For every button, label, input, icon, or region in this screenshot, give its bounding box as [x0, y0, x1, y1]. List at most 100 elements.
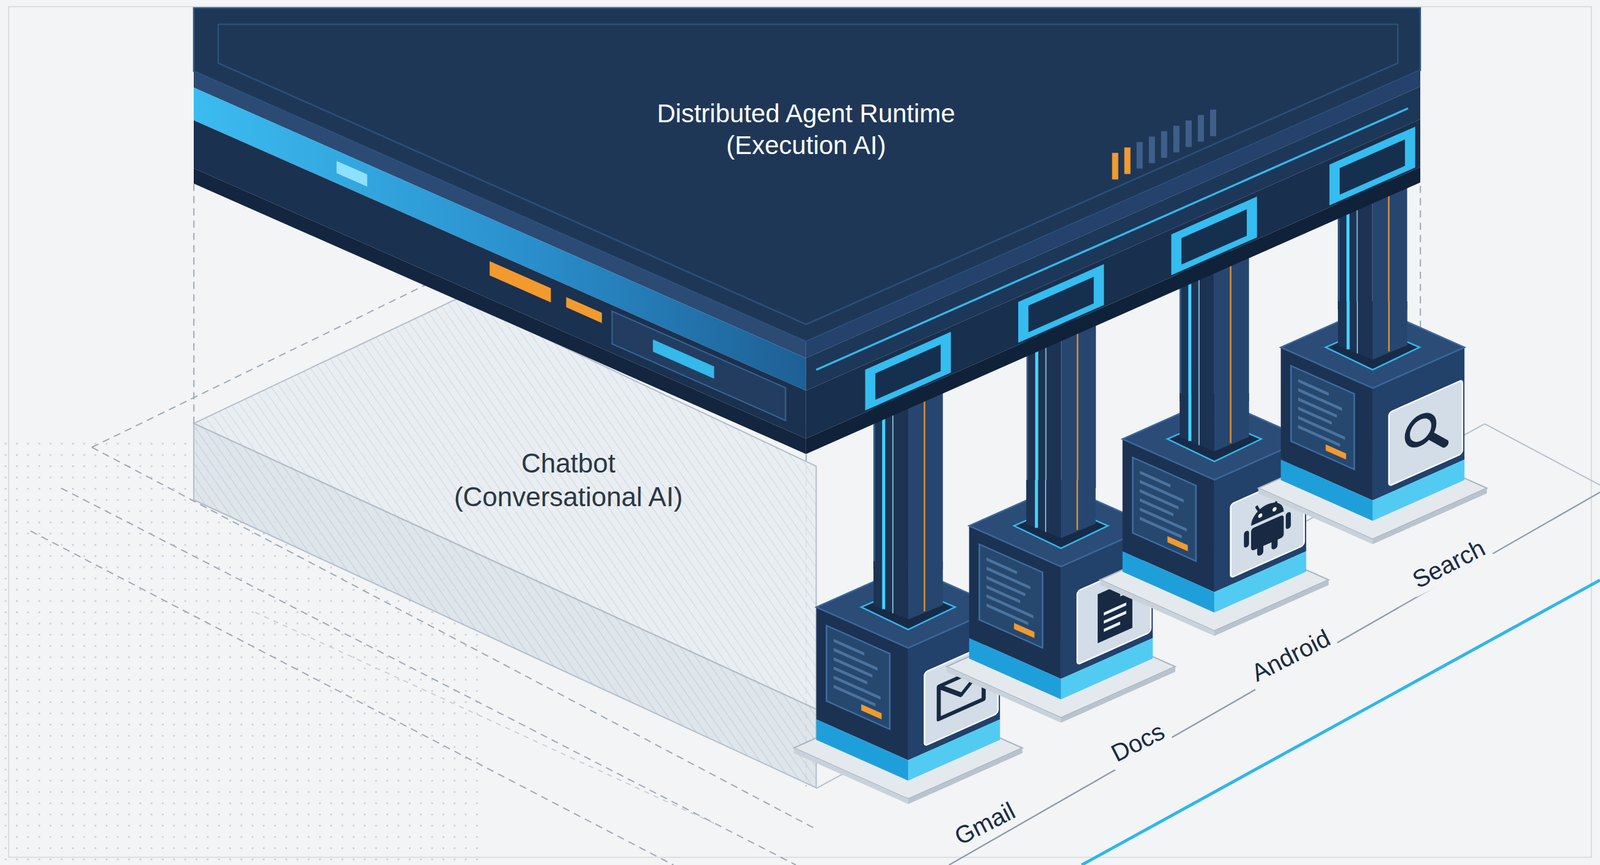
shape-panel — [1161, 131, 1168, 158]
detail-line — [1104, 622, 1121, 631]
shape-panel — [1197, 115, 1204, 142]
shape-panel — [1014, 622, 1035, 639]
shape-panel — [987, 603, 1029, 625]
pillar-face — [1060, 319, 1096, 488]
shape-panel — [1290, 365, 1355, 470]
shape-face — [816, 719, 909, 781]
detail-line — [881, 561, 885, 609]
shape-panel — [1136, 142, 1143, 169]
node-label: Distributed Agent Runtime (Execution AI) — [622, 97, 990, 162]
shape-group — [826, 625, 890, 730]
shape-group — [1290, 365, 1355, 470]
shape-face — [865, 331, 951, 411]
shape-panel — [833, 666, 868, 685]
shape-face — [1171, 196, 1258, 276]
shape-group — [979, 543, 1044, 648]
detail-line — [1076, 479, 1079, 530]
signal-line — [1387, 181, 1390, 310]
shape-face — [193, 298, 816, 710]
shape-face — [1337, 301, 1373, 360]
detail-line — [1104, 611, 1127, 622]
pillar-face — [908, 386, 944, 570]
frame — [8, 6, 1592, 858]
shape-face — [806, 86, 1421, 392]
shape-face — [1280, 458, 1373, 521]
detail-line — [1430, 429, 1445, 450]
shape-panel — [826, 625, 890, 730]
detail-line — [1356, 301, 1358, 354]
shape-panel — [1325, 444, 1346, 460]
shape-face — [1181, 209, 1247, 266]
shape-panel — [1167, 535, 1188, 552]
detail-line — [1035, 479, 1039, 528]
shape-face — [1018, 264, 1104, 343]
shape-panel — [1210, 110, 1217, 137]
shape-group — [1388, 379, 1462, 486]
shape-face — [1372, 301, 1408, 360]
detail-line — [1045, 479, 1047, 532]
shape-panel — [1132, 457, 1197, 562]
shape-group — [1132, 457, 1197, 562]
shape-face — [1028, 276, 1094, 333]
shape-face — [193, 423, 816, 788]
shape-face — [489, 261, 551, 304]
detail-line — [1346, 301, 1350, 349]
detail-line — [1484, 423, 1600, 485]
shape-face — [653, 339, 715, 379]
shape-panel — [1388, 379, 1462, 486]
shape-face — [1122, 551, 1215, 613]
shape-panel — [1243, 529, 1249, 549]
shape-panel — [1148, 136, 1156, 164]
shape-panel — [1298, 397, 1337, 418]
shape-face — [969, 638, 1061, 700]
shape-panel — [1139, 516, 1182, 538]
shape-panel — [1298, 406, 1332, 425]
shape-face — [566, 297, 602, 324]
shape-face — [1339, 139, 1406, 195]
shape-panel — [1124, 147, 1131, 175]
detail-line — [1188, 392, 1192, 441]
shape-face — [1060, 479, 1096, 538]
service-label: Android — [1241, 620, 1340, 690]
service-label: Docs — [1101, 713, 1175, 771]
shape-face — [806, 167, 1421, 455]
shape-panel — [1173, 125, 1180, 153]
shape-panel — [833, 685, 876, 707]
detail-line — [254, 612, 714, 824]
shape-face — [908, 561, 944, 620]
pillar-face — [1214, 251, 1250, 401]
shape-face — [873, 561, 909, 620]
detail-line — [1419, 185, 1421, 337]
shape-face — [875, 344, 942, 401]
detail-line — [1081, 579, 1600, 865]
shape-face — [1214, 392, 1250, 452]
detail-dot — [1272, 506, 1277, 513]
shape-panel — [1185, 120, 1192, 147]
shape-panel — [1298, 424, 1340, 447]
shape-panel — [1251, 513, 1284, 552]
shape-face — [1179, 392, 1215, 452]
shape-panel — [1112, 152, 1119, 180]
node-label: Chatbot (Conversational AI) — [424, 446, 712, 514]
shape-panel — [1139, 488, 1179, 510]
shape-face — [1026, 479, 1062, 538]
shape-face — [1329, 127, 1416, 206]
detail-line — [923, 561, 926, 612]
detail-line — [1387, 301, 1390, 352]
service-label: Gmail — [944, 793, 1025, 854]
shape-panel — [987, 584, 1021, 604]
signal-line — [923, 386, 926, 570]
shape-panel — [987, 575, 1026, 596]
shape-face — [193, 423, 816, 788]
detail-dot — [1406, 410, 1434, 450]
shape-face — [193, 423, 816, 788]
shape-panel — [1285, 510, 1291, 530]
shape-panel — [833, 656, 873, 678]
signal-line — [1229, 251, 1232, 401]
shape-panel — [1271, 535, 1278, 551]
shape-face — [336, 161, 368, 188]
shape-panel — [979, 543, 1044, 648]
shape-panel — [1139, 498, 1174, 517]
detail-line — [892, 561, 894, 613]
